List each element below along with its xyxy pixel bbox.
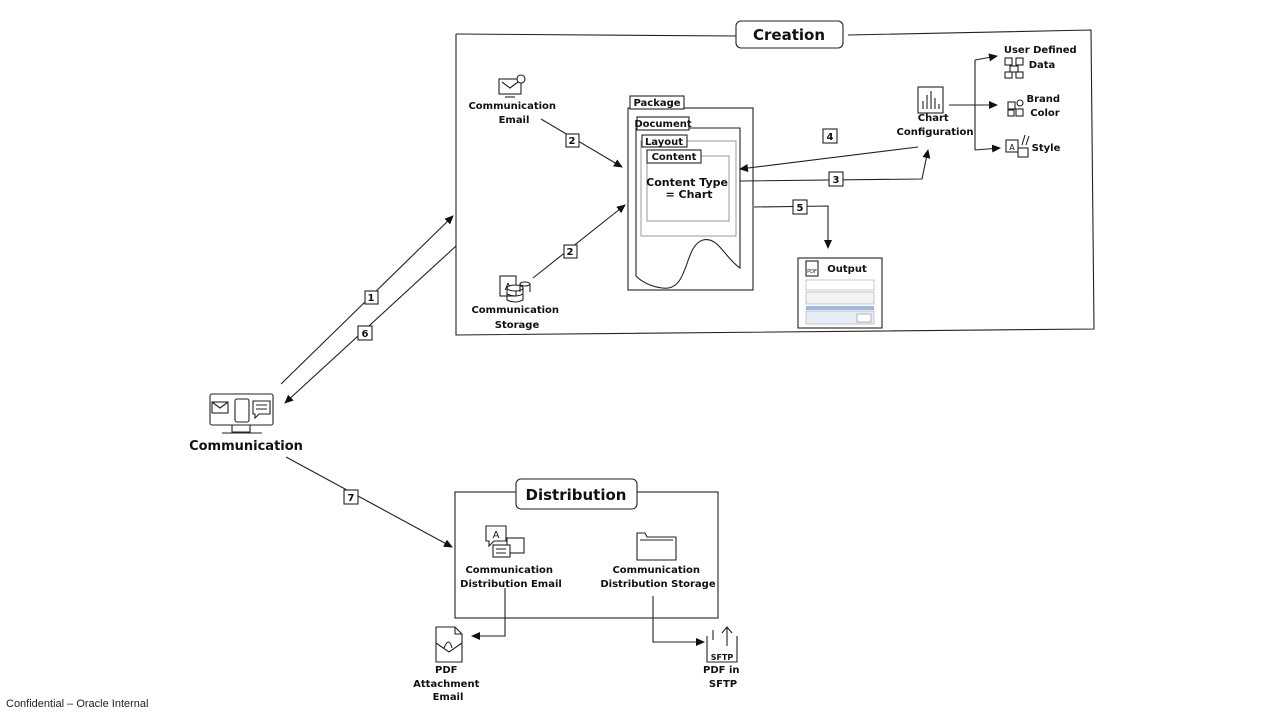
distribution-frame: Distribution bbox=[454, 478, 719, 619]
communication-icon bbox=[209, 393, 274, 434]
svg-text:Document: Document bbox=[634, 119, 692, 130]
svg-text:Content: Content bbox=[652, 152, 697, 163]
creation-title: Creation bbox=[753, 26, 825, 44]
brand-color-icon bbox=[1007, 99, 1024, 117]
step-badge-2a: 2 bbox=[565, 133, 580, 148]
creation-frame: Creation bbox=[455, 20, 1095, 336]
sftp-icon: SFTP bbox=[706, 626, 738, 663]
pdf-icon bbox=[435, 626, 463, 663]
content-box: Content Content Type = Chart bbox=[646, 149, 732, 222]
step-badge-1: 1 bbox=[364, 290, 379, 305]
output-label: Output bbox=[827, 264, 867, 275]
distribution-title-box bbox=[515, 478, 638, 510]
step-badge-5: 5 bbox=[792, 199, 808, 215]
step-badge-7: 7 bbox=[343, 489, 359, 505]
svg-text:1: 1 bbox=[368, 293, 375, 304]
creation-title-box bbox=[735, 20, 844, 49]
pdf-email-label: PDF Attachment Email bbox=[413, 665, 483, 703]
folder-icon bbox=[636, 532, 677, 561]
pdf-sftp-label: PDF in SFTP bbox=[703, 665, 743, 690]
email-icon bbox=[498, 74, 526, 98]
svg-text:Package: Package bbox=[633, 98, 680, 109]
svg-text:PDF: PDF bbox=[807, 269, 817, 275]
svg-text:4: 4 bbox=[827, 132, 834, 143]
communication-label: Communication bbox=[189, 439, 303, 454]
output-box: PDF Output bbox=[797, 257, 883, 329]
step-badge-2b: 2 bbox=[563, 244, 578, 259]
svg-text:2: 2 bbox=[569, 136, 576, 147]
distribution-email-label: Communication Distribution Email bbox=[460, 565, 562, 590]
step-badge-4: 4 bbox=[822, 128, 838, 144]
svg-text:7: 7 bbox=[348, 493, 355, 504]
user-defined-data-icon bbox=[1004, 57, 1024, 79]
chart-icon bbox=[917, 86, 944, 114]
creation-storage-label: Communication Storage bbox=[471, 305, 562, 331]
style-icon: A bbox=[1005, 134, 1030, 158]
step-badge-3: 3 bbox=[828, 171, 844, 187]
svg-text:6: 6 bbox=[362, 329, 369, 340]
chart-config-label: Chart Configuration bbox=[897, 113, 974, 138]
distribution-email-icon: A bbox=[485, 525, 525, 558]
style-label: Style bbox=[1032, 143, 1061, 154]
distribution-storage-label: Communication Distribution Storage bbox=[600, 565, 715, 590]
content-type-label: Content Type = Chart bbox=[646, 176, 732, 201]
sftp-tag: SFTP bbox=[711, 653, 734, 662]
brand-color-label: Brand Color bbox=[1026, 94, 1063, 119]
svg-text:Layout: Layout bbox=[645, 137, 683, 148]
svg-text:2: 2 bbox=[567, 247, 574, 258]
creation-email-label: Communication Email bbox=[468, 101, 559, 126]
distribution-title: Distribution bbox=[526, 486, 627, 504]
svg-text:A: A bbox=[493, 530, 500, 541]
user-defined-data-label: User Defined Data bbox=[1004, 45, 1080, 71]
storage-icon: A bbox=[499, 275, 531, 303]
step-badge-6: 6 bbox=[357, 325, 373, 341]
confidential-footer: Confidential – Oracle Internal bbox=[6, 698, 149, 710]
svg-text:A: A bbox=[1009, 143, 1015, 152]
svg-text:5: 5 bbox=[797, 203, 804, 214]
svg-text:3: 3 bbox=[833, 175, 840, 186]
